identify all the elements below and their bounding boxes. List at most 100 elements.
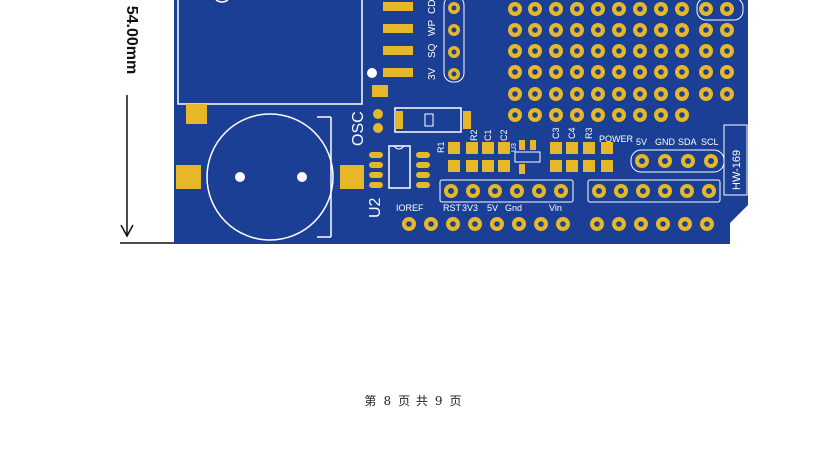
pcb-board-image: 3V SQ WP CD OSC U2 R1 R2 C1 C2 U3 C3 C4 … [120, 0, 748, 244]
proto-pad-hole [703, 91, 709, 97]
proto-pad-hole [616, 112, 622, 118]
proto-pad-hole [553, 48, 559, 54]
c4-label: C4 [567, 127, 577, 139]
proto-pad-hole [679, 48, 685, 54]
digital-header [587, 179, 721, 203]
proto-pad-hole [574, 112, 580, 118]
bottom-pad-hole [428, 221, 434, 227]
sd-pin-header [443, 0, 465, 83]
sd-pin-label-sq: SQ [427, 43, 438, 58]
proto-pad-hole [616, 91, 622, 97]
bottom-pad-hole [538, 221, 544, 227]
bottom-pad-hole [494, 221, 500, 227]
proto-pad-hole [658, 91, 664, 97]
proto-pad-hole [658, 27, 664, 33]
footer-middle: 页 共 [398, 394, 429, 408]
proto-pad-hole [637, 112, 643, 118]
footer-prefix: 第 [364, 394, 378, 408]
proto-pad-hole [574, 48, 580, 54]
sd-pin-label-wp: WP [427, 20, 438, 36]
rst-label: RST [443, 203, 462, 213]
u2-chip [369, 145, 430, 189]
proto-pad-hole [637, 91, 643, 97]
model-label: HW-169 [731, 150, 743, 190]
proto-pad-hole [616, 69, 622, 75]
proto-pad-hole [532, 69, 538, 75]
footer-page-number: 8 [383, 394, 393, 408]
proto-pad-hole [532, 48, 538, 54]
bottom-pad-hole [594, 221, 600, 227]
footer-total-pages: 9 [434, 394, 444, 408]
proto-pad-hole [637, 48, 643, 54]
dimension-arrowhead [120, 224, 134, 238]
proto-pad-hole [532, 27, 538, 33]
proto-pad-hole [637, 6, 643, 12]
sd-pad-stack [372, 2, 413, 97]
i2c-label-sda: SDA [678, 137, 697, 147]
prototype-pad-grid [508, 0, 744, 122]
c1-label: C1 [483, 129, 493, 141]
bottom-pad-hole [406, 221, 412, 227]
r3-label: R3 [584, 127, 594, 139]
proto-pad-hole [595, 27, 601, 33]
proto-pad-hole [724, 6, 730, 12]
proto-pad-hole [532, 6, 538, 12]
proto-pad-hole [703, 48, 709, 54]
bottom-pad-hole [516, 221, 522, 227]
bottom-pad-hole [660, 221, 666, 227]
proto-pad-hole [616, 27, 622, 33]
bottom-pad-hole [472, 221, 478, 227]
battery-hole-right [297, 172, 307, 182]
proto-pad-hole [616, 48, 622, 54]
u3-label: U3 [511, 143, 518, 152]
battery-pad-right [176, 165, 201, 189]
proto-pad-hole [512, 6, 518, 12]
sd-pin-label-3v: 3V [427, 67, 438, 80]
proto-pad-hole [616, 6, 622, 12]
c3-label: C3 [551, 127, 561, 139]
osc-label: OSC [350, 111, 367, 146]
c2-label: C2 [499, 129, 509, 141]
battery-hole-left [235, 172, 245, 182]
proto-pad-hole [574, 27, 580, 33]
proto-pad-hole [553, 112, 559, 118]
osc-crystal [373, 107, 471, 133]
r1-label: R1 [436, 141, 446, 153]
bottom-pad-hole [638, 221, 644, 227]
proto-pad-hole [724, 69, 730, 75]
proto-pad-hole [703, 27, 709, 33]
bottom-pad-hole [616, 221, 622, 227]
gnd-label: Gnd [505, 203, 522, 213]
sd-socket-outline [177, 0, 363, 105]
proto-pad-hole [724, 91, 730, 97]
proto-pad-hole [512, 112, 518, 118]
proto-pad-hole [724, 48, 730, 54]
proto-pad-hole [512, 69, 518, 75]
proto-pad-hole [658, 6, 664, 12]
proto-pad-hole [637, 27, 643, 33]
proto-pad-hole [574, 69, 580, 75]
proto-pad-hole [679, 112, 685, 118]
footer-suffix: 页 [449, 394, 463, 408]
proto-pad-hole [595, 69, 601, 75]
hw-border [723, 124, 748, 196]
proto-pad-hole [703, 6, 709, 12]
5v-label: 5V [487, 203, 498, 213]
proto-pad-hole [679, 91, 685, 97]
proto-pad-hole [553, 69, 559, 75]
proto-pad-hole [658, 112, 664, 118]
proto-pad-hole [724, 27, 730, 33]
sd-socket-mark [215, 0, 229, 3]
proto-pad-hole [532, 112, 538, 118]
proto-pad-hole [658, 69, 664, 75]
proto-pad-hole [574, 6, 580, 12]
proto-pad-hole [512, 27, 518, 33]
vin-label: Vin [549, 203, 562, 213]
proto-pad-hole [679, 6, 685, 12]
proto-pad-hole [703, 69, 709, 75]
proto-pad-hole [595, 112, 601, 118]
bottom-pad-hole [450, 221, 456, 227]
i2c-label-scl: SCL [701, 137, 719, 147]
proto-pad-hole [532, 91, 538, 97]
